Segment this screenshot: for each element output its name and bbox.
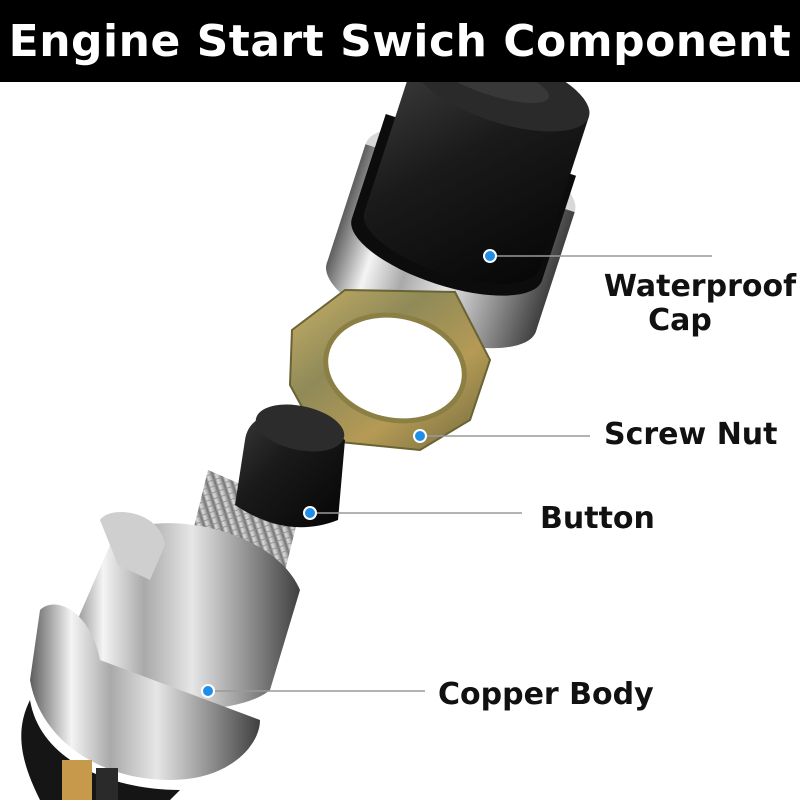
cap-label: Waterproof Cap [600, 270, 800, 338]
switch-body [21, 404, 345, 800]
nut-label: Screw Nut [604, 417, 778, 452]
body-marker-dot [201, 684, 215, 698]
cap-label-line1: Waterproof [603, 269, 797, 304]
screw-nut [288, 288, 492, 452]
page-title: Engine Start Swich Component [8, 15, 792, 67]
body-label: Copper Body [438, 677, 654, 712]
nut-marker-dot [413, 429, 427, 443]
leader-lines [208, 255, 712, 692]
cap-marker-dot [483, 249, 497, 263]
marker-dots [201, 249, 497, 698]
cap-label-line2: Cap [648, 303, 712, 338]
button-label: Button [540, 501, 655, 536]
title-banner: Engine Start Swich Component [0, 0, 800, 82]
button-marker-dot [303, 506, 317, 520]
